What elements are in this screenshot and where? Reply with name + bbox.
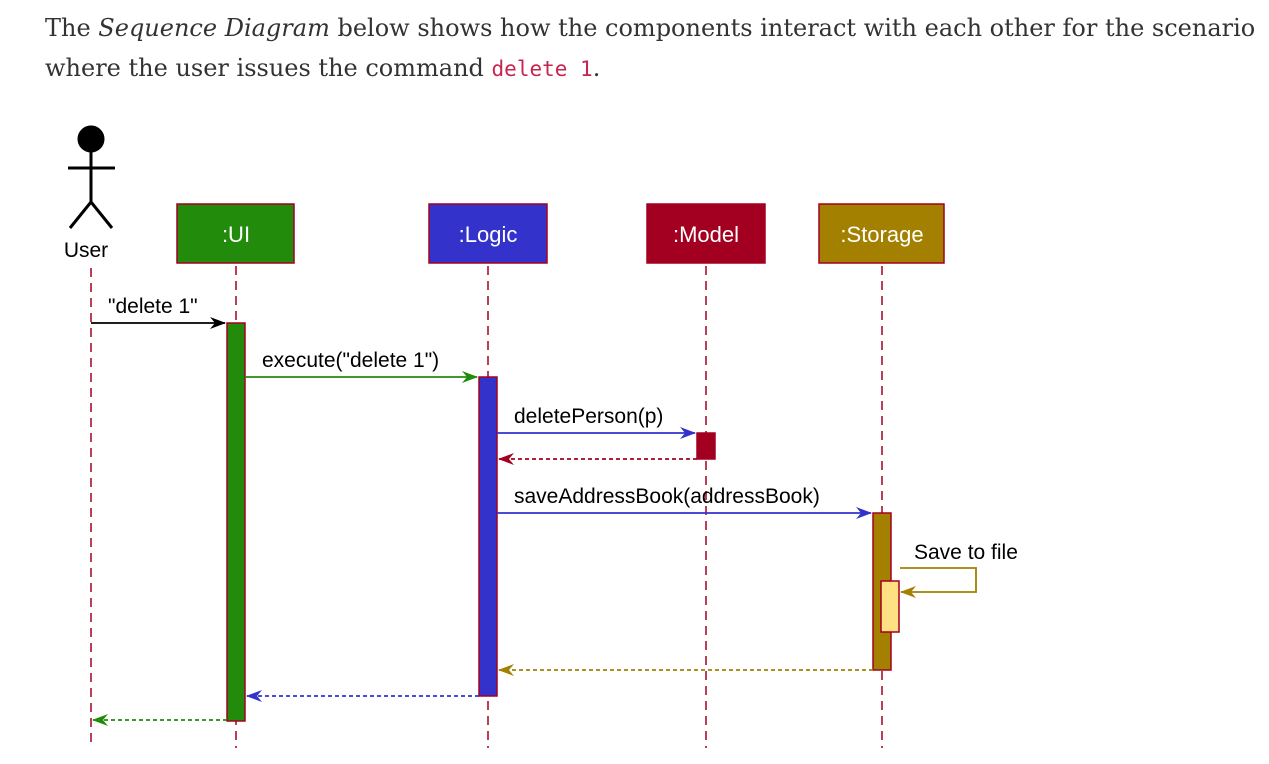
participant-label-model: :Model <box>673 222 739 247</box>
intro-command: delete 1 <box>491 57 593 81</box>
message-delete-label: "delete 1" <box>108 295 198 318</box>
message-delete-person-label: deletePerson(p) <box>514 405 663 428</box>
message-save: saveAddressBook(addressBook) <box>497 485 872 519</box>
message-save-label: saveAddressBook(addressBook) <box>514 485 820 508</box>
intro-paragraph: The Sequence Diagram below shows how the… <box>45 8 1260 89</box>
message-execute: execute("delete 1") <box>245 349 478 383</box>
actor-head <box>77 125 105 153</box>
message-save-file: Save to file <box>900 541 1018 598</box>
actor-left-leg <box>68 201 93 229</box>
intro-text-middle: below shows how the components interact … <box>45 14 1256 82</box>
participant-label-ui: :UI <box>222 222 250 247</box>
message-save-file-label: Save to file <box>914 541 1018 564</box>
intro-emphasis: Sequence Diagram <box>98 14 330 42</box>
participant-box-ui <box>176 203 295 264</box>
message-delete: "delete 1" <box>91 295 226 329</box>
activation-storage-nested <box>880 580 900 633</box>
intro-text-start: The <box>45 14 99 42</box>
participant-label-logic: :Logic <box>459 222 518 247</box>
participant-label-storage: :Storage <box>840 222 923 247</box>
intro-text-end: . <box>592 54 601 82</box>
message-save-file-arrow <box>900 567 977 598</box>
actor-right-leg <box>89 201 114 229</box>
message-execute-label: execute("delete 1") <box>262 349 439 372</box>
actor-label: User <box>64 239 108 262</box>
participant-box-storage <box>818 203 945 264</box>
participant-ui: :UI <box>176 203 295 264</box>
activation-logic <box>478 376 498 697</box>
activations <box>226 322 900 722</box>
participant-box-logic <box>428 203 548 264</box>
message-delete-person: deletePerson(p) <box>497 405 696 439</box>
actor-figure <box>68 125 115 229</box>
activation-ui <box>226 322 246 722</box>
participant-logic: :Logic <box>428 203 548 264</box>
actor-user: User <box>64 125 115 262</box>
participant-box-model <box>646 203 766 264</box>
activation-model <box>696 432 716 460</box>
participant-model: :Model <box>646 203 766 264</box>
participant-storage: :Storage <box>818 203 945 264</box>
